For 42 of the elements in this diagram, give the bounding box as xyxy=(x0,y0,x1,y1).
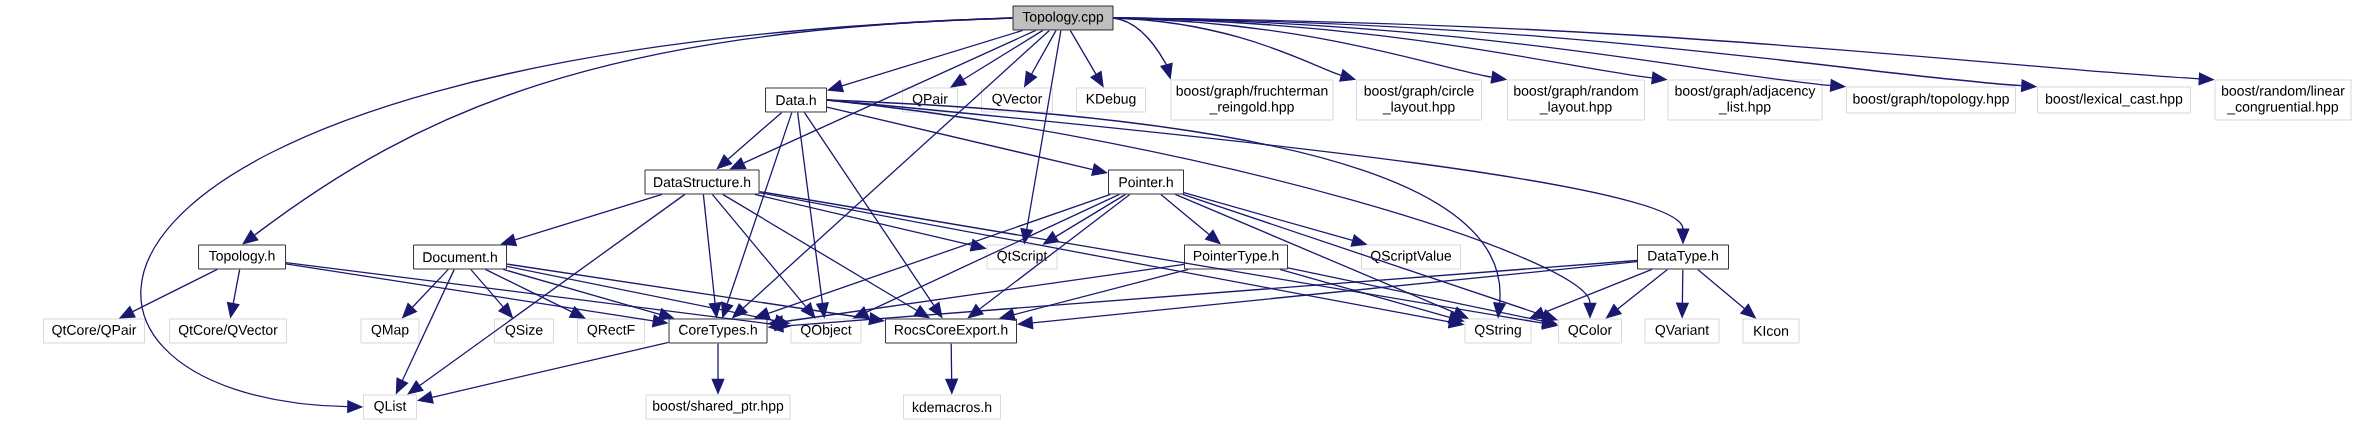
file-box: QtScript xyxy=(986,244,1058,270)
arrow xyxy=(967,193,1131,319)
file-box: QMap xyxy=(360,318,420,344)
file-box: Topology.cpp xyxy=(1012,5,1114,31)
file-box: QPair xyxy=(902,87,958,113)
file-box: kdemacros.h xyxy=(903,394,1001,420)
file-box: QVariant xyxy=(1644,318,1720,344)
arrow xyxy=(484,268,586,319)
arrow xyxy=(1174,193,1469,319)
file-box: CoreTypes.h xyxy=(668,318,768,344)
file-box: DataType.h xyxy=(1637,244,1729,270)
file-box: boost/graph/fruchterman _reingold.hpp xyxy=(1170,79,1334,121)
file-box: QObject xyxy=(790,318,862,344)
file-box: boost/shared_ptr.hpp xyxy=(645,394,791,420)
file-box: QRectF xyxy=(577,318,645,344)
file-box: Pointer.h xyxy=(1108,169,1184,195)
file-box: QVector xyxy=(981,87,1053,113)
file-box: PointerType.h xyxy=(1184,244,1288,270)
file-box: boost/graph/random _layout.hpp xyxy=(1507,79,1645,121)
file-box: boost/random/linear _congruential.hpp xyxy=(2214,79,2352,121)
file-box: Topology.h xyxy=(198,244,286,270)
file-box: QSize xyxy=(494,318,554,344)
file-box: DataStructure.h xyxy=(644,169,760,195)
arrow xyxy=(716,111,783,170)
file-box: QColor xyxy=(1558,318,1622,344)
file-box: Data.h xyxy=(765,87,827,113)
file-box: QScriptValue xyxy=(1361,244,1461,270)
file-box: QtCore/QVector xyxy=(169,318,287,344)
file-box: QString xyxy=(1464,318,1532,344)
arrow xyxy=(242,17,1014,245)
file-box: boost/graph/circle _layout.hpp xyxy=(1356,79,1482,121)
file-box: QList xyxy=(363,394,417,420)
file-box: QtCore/QPair xyxy=(43,318,145,344)
file-box: boost/graph/topology.hpp xyxy=(1846,86,2016,114)
arrow xyxy=(950,29,1044,88)
file-box: boost/lexical_cast.hpp xyxy=(2037,86,2191,114)
file-box: RocsCoreExport.h xyxy=(885,318,1017,344)
file-box: KDebug xyxy=(1076,87,1146,113)
file-box: Document.h xyxy=(413,244,507,270)
arrow xyxy=(407,193,686,395)
file-box: boost/graph/adjacency _list.hpp xyxy=(1667,79,1823,121)
file-box: KIcon xyxy=(1742,318,1800,344)
